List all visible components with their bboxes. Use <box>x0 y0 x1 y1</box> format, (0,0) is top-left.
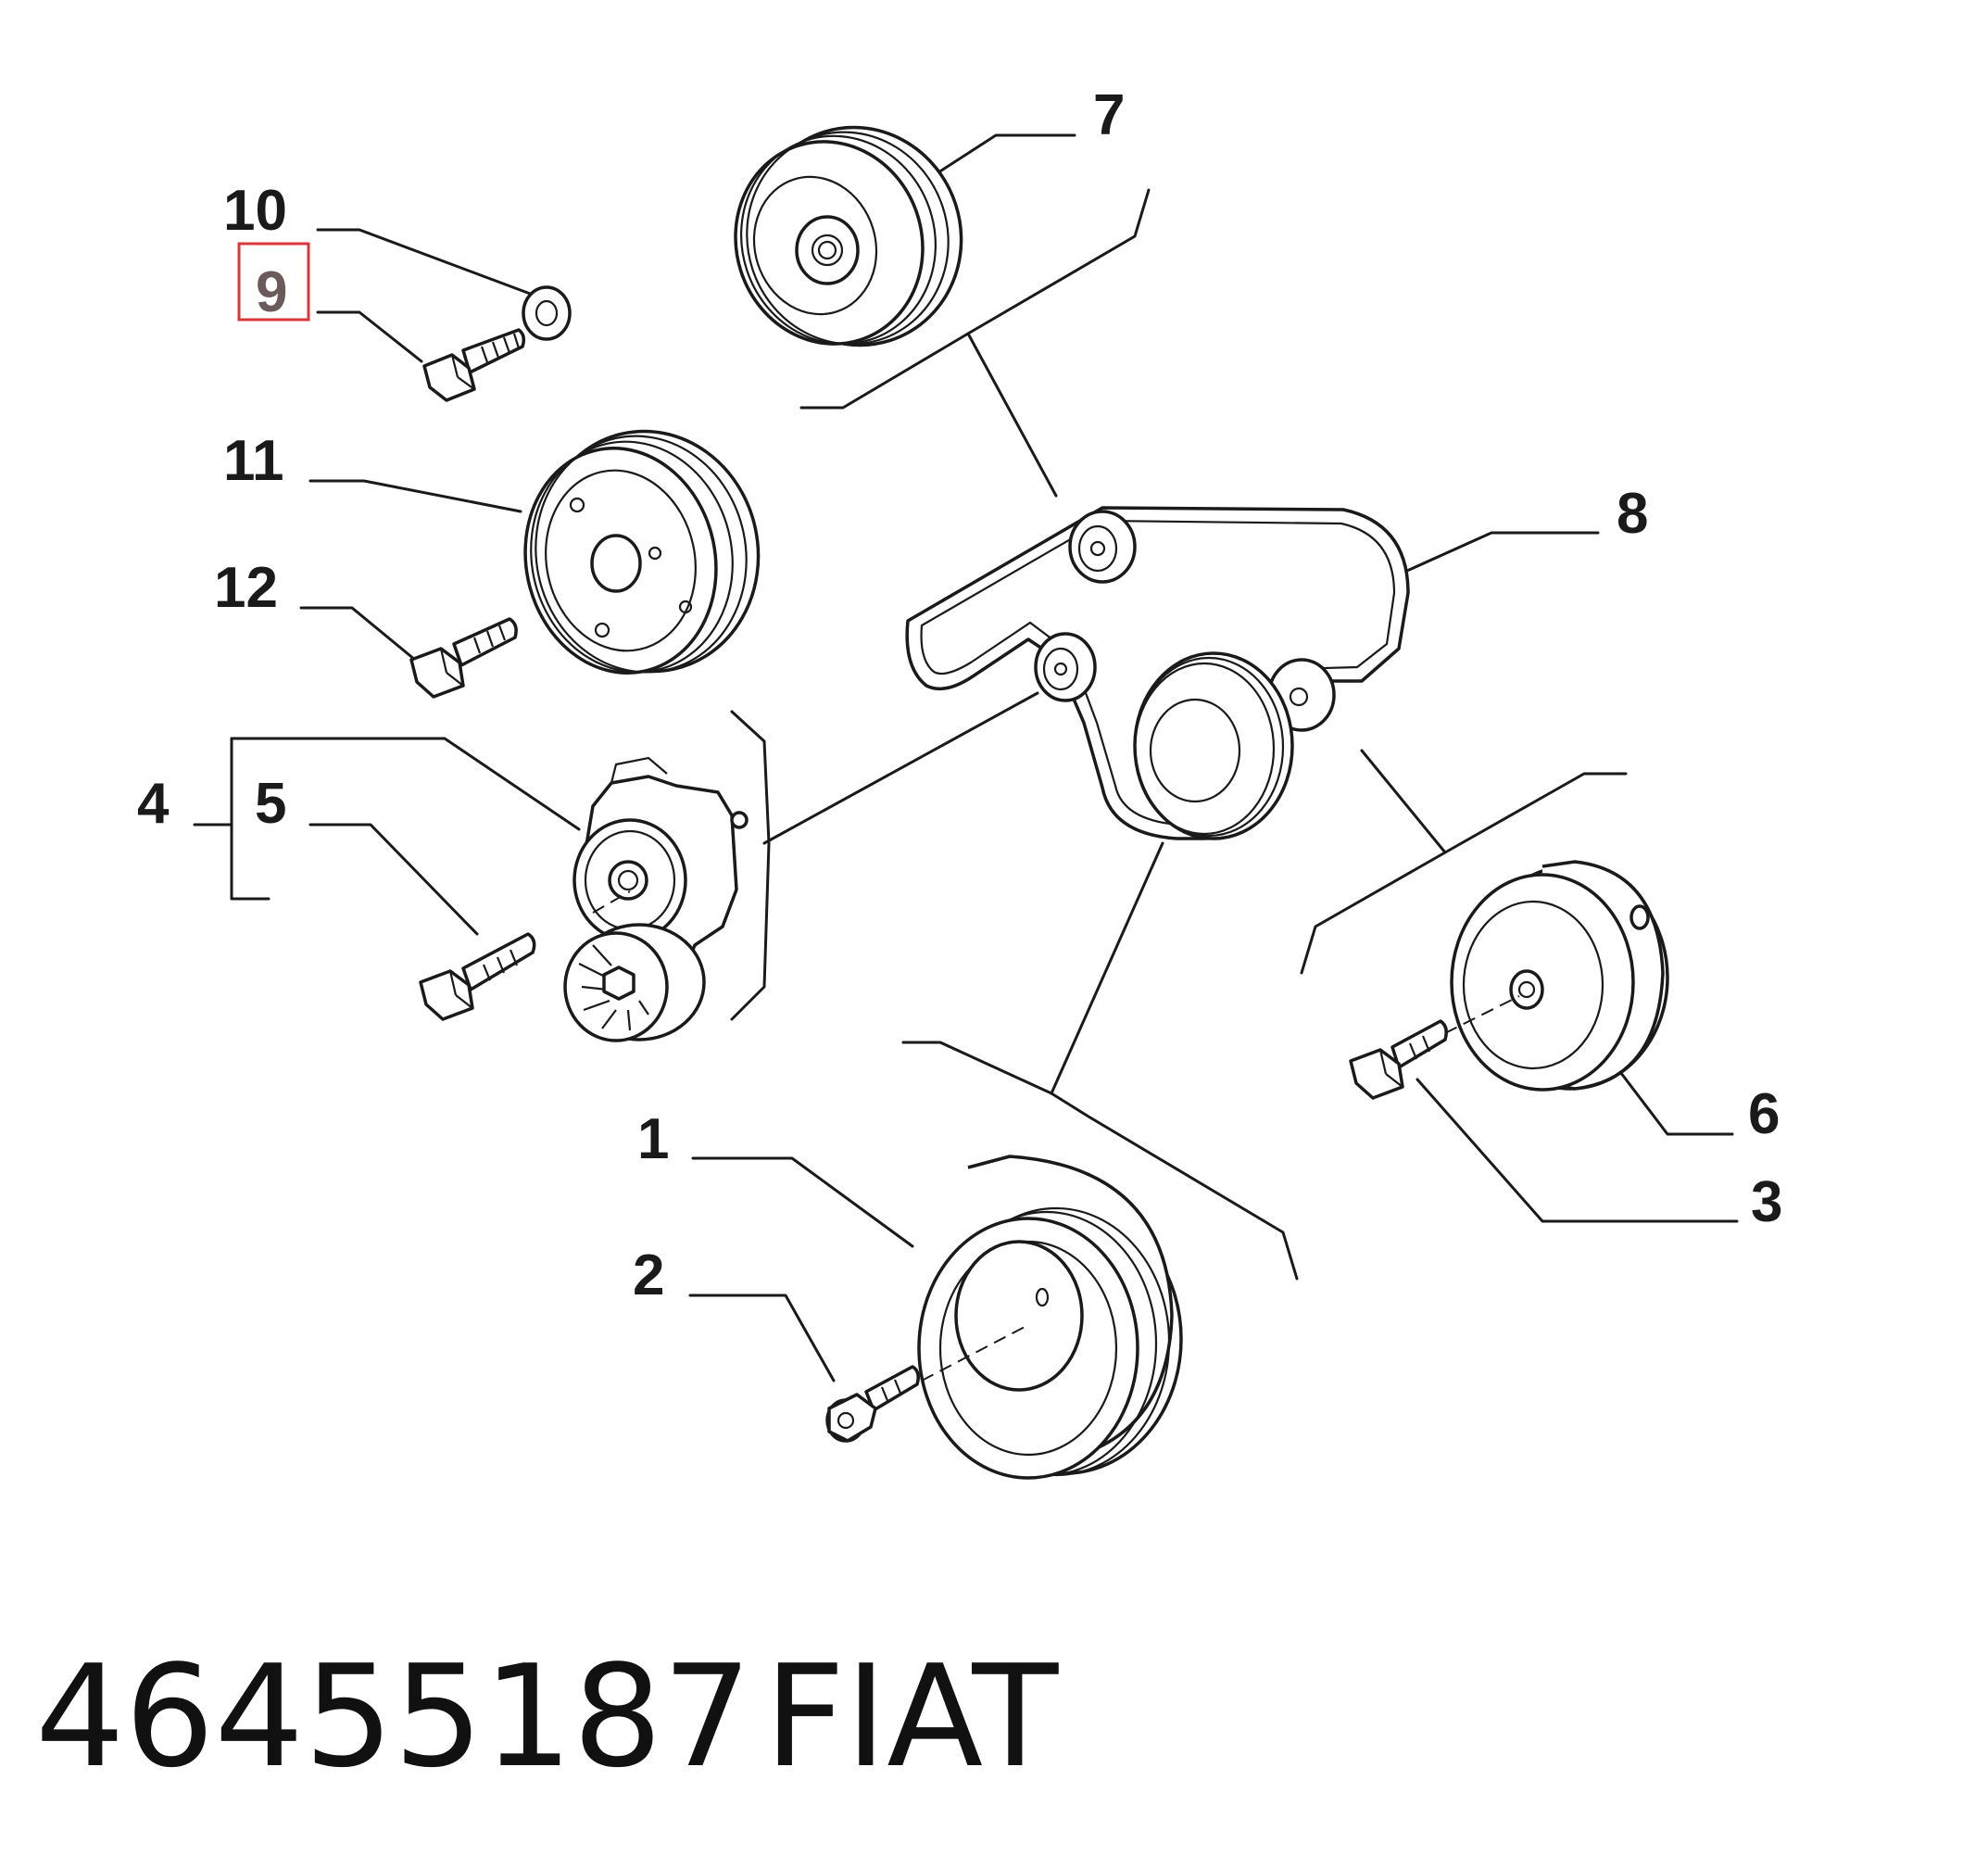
callout-9: 9 <box>256 260 287 324</box>
hex-bolt-9 <box>422 328 526 402</box>
footer: 46455187 FIAT <box>35 1634 1059 1799</box>
part-number: 46455187 <box>35 1634 752 1799</box>
idler-pulley-7 <box>734 125 963 347</box>
pump-pulley-11 <box>523 429 761 675</box>
washer-10 <box>522 285 572 341</box>
hex-bolt-12 <box>409 617 518 699</box>
serpentine-belt-8 <box>905 506 1410 840</box>
callout-4: 4 <box>137 772 170 836</box>
brand-name: FIAT <box>764 1634 1059 1799</box>
callout-6: 6 <box>1748 1082 1780 1146</box>
callout-8: 8 <box>1617 482 1648 546</box>
socket-bolt-2 <box>825 1365 920 1443</box>
leader-lines <box>193 133 1739 1382</box>
idler-pulley-6 <box>1444 860 1669 1092</box>
hex-bolt-3 <box>1349 1019 1448 1100</box>
callout-11: 11 <box>223 429 284 493</box>
highlight-box-9 <box>237 242 310 322</box>
crank-pulley-1 <box>917 1155 1183 1480</box>
callout-7: 7 <box>1093 83 1125 147</box>
callout-5: 5 <box>255 772 286 836</box>
callout-2: 2 <box>633 1243 664 1307</box>
callout-3: 3 <box>1751 1170 1782 1234</box>
hex-bolt-5 <box>419 932 536 1021</box>
callout-1: 1 <box>637 1107 669 1171</box>
tensioner-assembly-4 <box>563 756 749 1042</box>
callout-labels: 7 10 9 11 8 12 4 5 6 1 3 2 <box>137 83 1782 1307</box>
callout-12: 12 <box>214 556 278 620</box>
bracket-lines <box>730 188 1628 1281</box>
callout-10: 10 <box>223 179 287 243</box>
